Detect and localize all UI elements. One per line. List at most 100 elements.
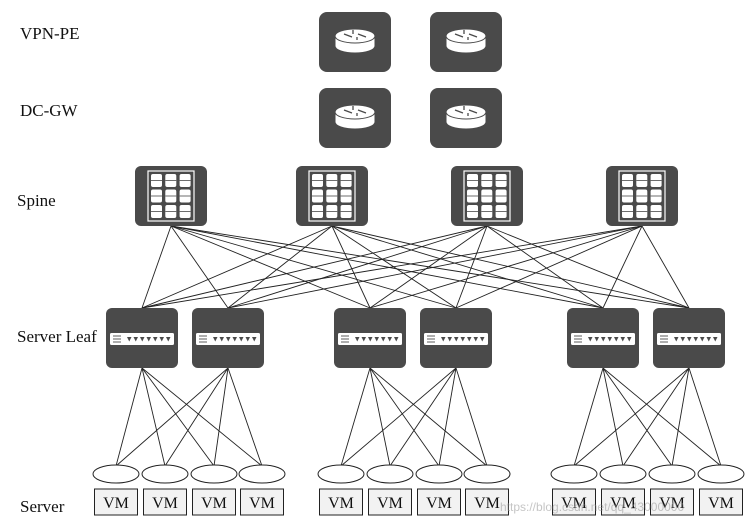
host-nic-ellipse-5 [317,464,365,484]
vm-label: VM [561,495,587,512]
vm-box-9: VM [552,488,596,516]
link-spine4-leaf6 [641,225,690,309]
spine-switch-icon [147,170,195,222]
vm-label: VM [708,495,734,512]
link-leaf3-host3 [369,367,440,467]
link-spine3-leaf1 [141,225,488,309]
leaf-switch-icon [338,333,402,345]
vm-label: VM [610,495,636,512]
link-leaf5-host3 [602,367,673,467]
vpn-pe-router-2 [430,12,502,72]
vm-box-8: VM [465,488,509,516]
leaf-switch-icon [424,333,488,345]
link-leaf5-host4 [602,367,722,467]
server-leaf-switch-6 [653,308,725,368]
leaf-switch-icon [110,333,174,345]
vm-box-4: VM [240,488,284,516]
spine-switch-icon [618,170,666,222]
link-spine2-leaf2 [227,225,333,309]
vpn-pe-router-1 [319,12,391,72]
dc-gw-router-2 [430,88,502,148]
link-spine2-leaf6 [331,225,690,309]
link-spine3-leaf2 [227,225,488,309]
vm-label: VM [201,495,227,512]
link-spine4-leaf2 [227,225,643,309]
spine-switch-icon [308,170,356,222]
vm-label: VM [377,495,403,512]
host-nic-ellipse-2 [141,464,189,484]
vm-label: VM [328,495,354,512]
link-leaf3-host1 [340,367,371,467]
leaf-switch-icon [196,333,260,345]
link-spine4-leaf5 [602,225,643,309]
link-spine4-leaf4 [455,225,643,309]
vm-label: VM [249,495,275,512]
tier-label-vpn-pe: VPN-PE [20,24,80,43]
server-leaf-switch-3 [334,308,406,368]
tier-label-server-leaf: Server Leaf [17,327,97,346]
watermark-url: https://blog.csdn.net/qq_43000000 [500,500,685,514]
link-leaf4-host3 [438,367,457,467]
router-icon [334,28,376,54]
vm-box-1: VM [94,488,138,516]
router-icon [445,104,487,130]
link-spine4-leaf1 [141,225,643,309]
link-spine3-leaf4 [455,225,488,309]
link-spine2-leaf5 [331,225,604,309]
host-nic-ellipse-9 [550,464,598,484]
vm-label: VM [474,495,500,512]
link-spine1-leaf2 [170,225,229,309]
link-spine2-leaf1 [141,225,333,309]
link-leaf6-host2 [622,367,690,467]
link-spine1-leaf3 [170,225,371,309]
router-icon [445,28,487,54]
host-nic-ellipse-6 [366,464,414,484]
link-leaf4-host1 [340,367,457,467]
link-leaf3-host2 [369,367,391,467]
link-leaf2-host1 [115,367,229,467]
vm-label: VM [152,495,178,512]
spine-switch-1 [135,166,207,226]
link-leaf1-host1 [115,367,143,467]
host-nic-ellipse-7 [415,464,463,484]
link-spine1-leaf1 [141,225,172,309]
server-leaf-switch-2 [192,308,264,368]
vm-label: VM [103,495,129,512]
link-leaf5-host1 [573,367,604,467]
host-nic-ellipse-1 [92,464,140,484]
vm-box-3: VM [192,488,236,516]
link-spine3-leaf3 [369,225,488,309]
link-leaf5-host2 [602,367,624,467]
link-leaf1-host2 [141,367,166,467]
tier-label-spine: Spine [17,191,56,210]
vm-box-2: VM [143,488,187,516]
link-spine4-leaf3 [369,225,643,309]
spine-switch-3 [451,166,523,226]
link-leaf2-host2 [164,367,229,467]
tier-label-dc-gw: DC-GW [20,101,78,120]
host-nic-ellipse-10 [599,464,647,484]
link-spine3-leaf6 [486,225,690,309]
link-leaf6-host1 [573,367,690,467]
vm-box-11: VM [650,488,694,516]
link-leaf1-host3 [141,367,215,467]
host-nic-ellipse-12 [697,464,745,484]
link-leaf4-host4 [455,367,488,467]
host-nic-ellipse-4 [238,464,286,484]
link-spine1-leaf6 [170,225,690,309]
vm-label: VM [659,495,685,512]
router-icon [334,104,376,130]
vm-box-5: VM [319,488,363,516]
link-leaf2-host3 [213,367,229,467]
dc-gw-router-1 [319,88,391,148]
link-leaf4-host2 [389,367,457,467]
host-nic-ellipse-11 [648,464,696,484]
links-layer [115,225,722,467]
vm-label: VM [426,495,452,512]
spine-switch-2 [296,166,368,226]
link-leaf2-host4 [227,367,263,467]
server-leaf-switch-5 [567,308,639,368]
link-leaf3-host4 [369,367,488,467]
